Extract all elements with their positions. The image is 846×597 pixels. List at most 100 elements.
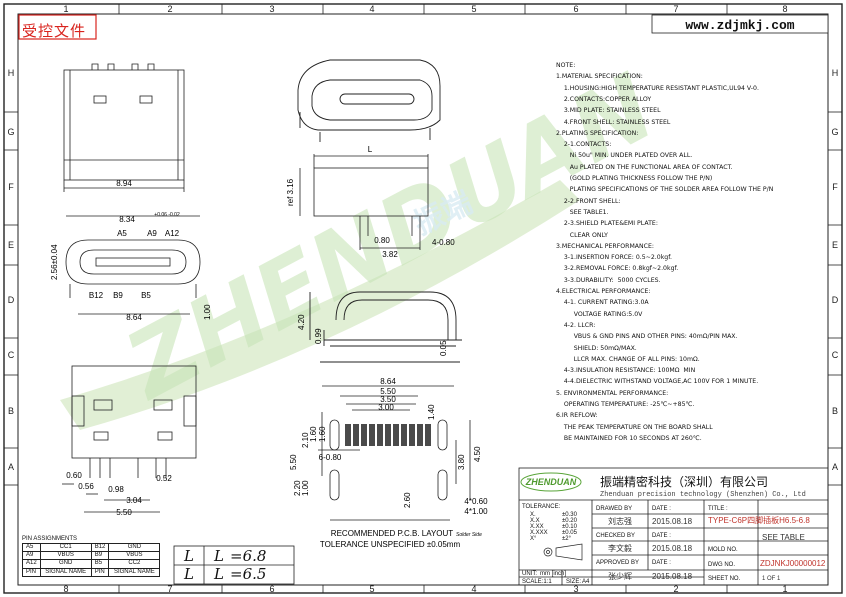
pin-cell: CC2 bbox=[108, 559, 161, 569]
grid-letter: G bbox=[7, 127, 14, 137]
grid-number: 1 bbox=[63, 4, 68, 14]
dwg-no: ZDJNKJ00000012 bbox=[760, 559, 826, 568]
note-line: 2.PLATING SPECIFICATION: bbox=[556, 129, 639, 137]
dim-side-L: L bbox=[368, 145, 373, 154]
dim-864: 8.64 bbox=[126, 313, 142, 322]
pin-label-a12: A12 bbox=[165, 229, 180, 238]
grid-letter: B bbox=[832, 406, 838, 416]
company-en: Zhenduan precision technology (Shenzhen)… bbox=[600, 491, 806, 499]
pcb-tolerance: TOLERANCE UNSPECIFIED ±0.05mm bbox=[320, 540, 461, 549]
note-line: 1.MATERIAL SPECIFICATION: bbox=[556, 73, 643, 81]
note-line: SEE TABLE1. bbox=[556, 208, 609, 216]
grid-number: 4 bbox=[369, 4, 374, 14]
note-line: 5. ENVIRONMENTAL PERFORMANCE: bbox=[556, 389, 669, 397]
dim-bot-098: 0.98 bbox=[108, 485, 124, 494]
grid-number: 3 bbox=[269, 4, 274, 14]
dim-pcb-6-080: 6-0.80 bbox=[319, 453, 342, 462]
table-row: A9 VBUS B9 VBUS bbox=[22, 551, 161, 561]
table-row: A12 GND B5 CC2 bbox=[22, 559, 161, 569]
dim-bot-304: 3.04 bbox=[126, 496, 142, 505]
dim-080: 0.80 bbox=[374, 236, 390, 245]
grid-number: 2 bbox=[167, 4, 172, 14]
grid-number: 5 bbox=[369, 584, 374, 594]
pin-cell: GND bbox=[39, 559, 92, 569]
grid-number: 7 bbox=[167, 584, 172, 594]
dim-ref-316: ref 3.16 bbox=[286, 178, 295, 206]
note-line: VBUS & GND PINS AND OTHER PINS: 40mΩ/PIN… bbox=[556, 333, 738, 341]
note-line: 6.IR REFLOW: bbox=[556, 412, 598, 420]
tol-k: X. bbox=[530, 512, 536, 518]
pin-cell: A5 bbox=[22, 542, 41, 553]
note-line: 1.HOUSING:HIGH TEMPERATURE RESISTANT PLA… bbox=[556, 84, 759, 92]
dim-pcb-160: 1.60 bbox=[309, 426, 318, 442]
grid-letter: G bbox=[831, 127, 838, 137]
grid-letter: E bbox=[832, 240, 838, 250]
pcb-pads bbox=[345, 424, 431, 446]
note-line: 2-3.SHIELD PLATE&EMI PLATE: bbox=[556, 220, 658, 228]
dim-pcb-100: 1.00 bbox=[301, 480, 310, 496]
title-label: TITLE : bbox=[708, 506, 728, 512]
projection-symbol bbox=[543, 543, 583, 561]
date3: 2015.08.18 bbox=[652, 572, 693, 581]
date2: 2015.08.18 bbox=[652, 544, 693, 553]
dim-pcb-550v: 5.50 bbox=[289, 454, 298, 470]
pin-label-b12: B12 bbox=[89, 291, 104, 300]
pin-cell: B12 bbox=[90, 542, 110, 553]
note-line: THE PEAK TEMPERATURE ON THE BOARD SHALL bbox=[556, 423, 713, 431]
scale-label: SCALE:1:1 bbox=[522, 579, 552, 585]
dim-pcb-210: 2.10 bbox=[301, 432, 310, 448]
date1: 2015.08.18 bbox=[652, 517, 693, 526]
note-line: 2-2.FRONT SHELL: bbox=[556, 197, 621, 205]
grid-letter: H bbox=[832, 68, 839, 78]
bottom-view bbox=[62, 365, 197, 513]
drawn-by-label: DRAWED BY bbox=[596, 506, 632, 512]
dim-pcb-300: 3.00 bbox=[378, 403, 394, 412]
note-line: NOTE: bbox=[556, 62, 576, 69]
dim-pcb-260: 2.60 bbox=[403, 492, 412, 508]
note-line: BE MAINTAINED FOR 10 SECONDS AT 260℃. bbox=[556, 434, 702, 442]
dim-bot-060: 0.60 bbox=[66, 471, 82, 480]
grid-number: 6 bbox=[573, 4, 578, 14]
note-line: 3.MECHANICAL PERFORMANCE: bbox=[556, 242, 654, 250]
grid-letter: A bbox=[832, 462, 838, 472]
pin-cell: A9 bbox=[22, 551, 41, 561]
pin-cell: SIGNAL NAME bbox=[39, 567, 92, 577]
note-line: 4.ELECTRICAL PERFORMANCE: bbox=[556, 288, 651, 295]
checked-label: CHECKED BY bbox=[596, 533, 635, 539]
note-line: 2.CONTACTS:COPPER ALLOY bbox=[556, 95, 652, 103]
title-block-frame bbox=[518, 467, 829, 586]
dim-100: 1.00 bbox=[203, 304, 212, 320]
l-symbol: L bbox=[184, 547, 194, 565]
dim-pcb-4-060: 4*0.60 bbox=[464, 497, 488, 506]
tol-v: ±0.10 bbox=[562, 524, 578, 530]
note-line: OPERATING TEMPERATURE: -25℃~+85℃. bbox=[556, 401, 695, 408]
dim-099: 0.99 bbox=[314, 328, 323, 344]
checked-by: 李文毅 bbox=[608, 543, 632, 553]
note-line: 3-3.DURABILITY: 5000 CYCLES. bbox=[556, 276, 661, 284]
front-view bbox=[63, 63, 185, 192]
dim-4-080: 4-0.80 bbox=[432, 238, 455, 247]
pin-table: A5 CC1 B12 GND A9 VBUS B9 VBUS A12 GND B… bbox=[22, 542, 161, 577]
controlled-doc-stamp: 受控文件 bbox=[22, 23, 87, 40]
grid-letter: H bbox=[8, 68, 15, 78]
note-line: LLCR MAX. CHANGE OF ALL PINS: 10mΩ. bbox=[556, 355, 700, 363]
pin-label-a5: A5 bbox=[117, 229, 127, 238]
title-logo-mark bbox=[520, 472, 582, 492]
note-line: 4-1. CURRENT RATING:3.0A bbox=[556, 299, 649, 307]
pin-cell: PIN bbox=[90, 567, 110, 577]
iso-view bbox=[297, 59, 441, 142]
grid-letter: E bbox=[8, 240, 14, 250]
dim-bot-550: 5.50 bbox=[116, 508, 132, 517]
mold-value: SEE TABLE bbox=[762, 533, 805, 542]
pin-cell: VBUS bbox=[108, 551, 161, 561]
grid-number: 5 bbox=[471, 4, 476, 14]
dim-bot-052: 0.52 bbox=[156, 474, 172, 483]
title-logo: ZHENDUAN bbox=[525, 477, 577, 487]
table-row: A5 CC1 B12 GND bbox=[22, 542, 161, 553]
grid-number: 8 bbox=[63, 584, 68, 594]
note-line: 4-3.INSULATION RESISTANCE: 100MΩ MIN bbox=[556, 367, 696, 375]
dim-bot-056: 0.56 bbox=[78, 482, 94, 491]
note-line: PLATING SPECIFICATIONS OF THE SOLDER ARE… bbox=[556, 186, 774, 194]
grid-letter: C bbox=[832, 350, 839, 360]
